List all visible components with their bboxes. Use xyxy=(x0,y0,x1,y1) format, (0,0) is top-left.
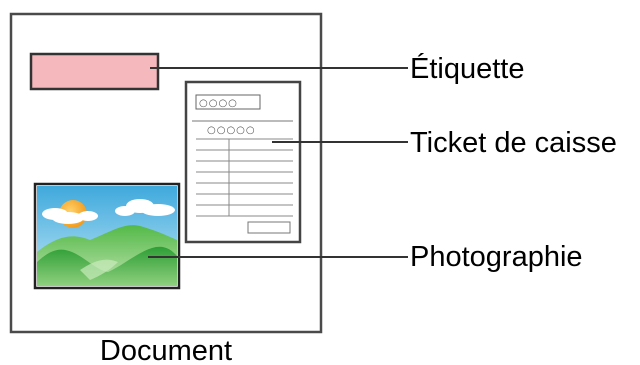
photo-hill-front xyxy=(37,246,177,286)
label-sticker xyxy=(29,52,160,91)
photo-hill-light xyxy=(80,259,118,280)
receipt-header-dots: ○○○○ xyxy=(199,98,238,109)
callout-label: Étiquette xyxy=(410,52,524,85)
callout-receipt: Ticket de caisse xyxy=(410,127,617,159)
receipt-table xyxy=(196,138,293,217)
receipt-header-box xyxy=(195,94,261,110)
photo-cloud-right xyxy=(115,199,175,216)
callout-photo: Photographie xyxy=(410,241,583,273)
photo-cloud-left xyxy=(42,208,98,224)
photograph xyxy=(33,182,181,290)
receipt: ○○○○ ○○○○○ xyxy=(184,80,302,244)
receipt-total-box xyxy=(247,221,291,234)
receipt-subheader-dots: ○○○○○ xyxy=(207,125,256,136)
document-caption: Document xyxy=(100,335,232,365)
